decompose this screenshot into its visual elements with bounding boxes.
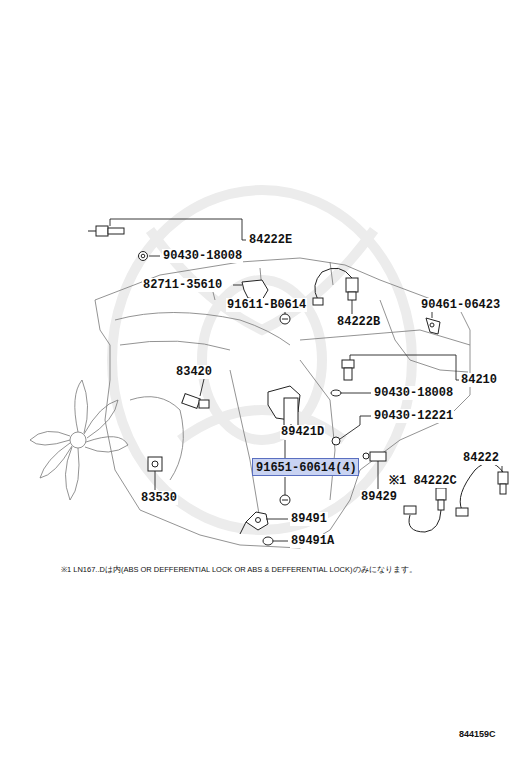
leader-lines (110, 219, 502, 541)
part-number: 91611-B0614 (226, 298, 307, 312)
part-number: 89429 (360, 490, 398, 504)
part-number: 89491A (290, 534, 335, 548)
part-number: ※1 84222C (388, 474, 458, 488)
engine-outline (95, 258, 470, 548)
part-number: 89421D (280, 425, 325, 439)
part-number: 90430-12221 (373, 409, 454, 423)
part-number: 90430-18008 (162, 249, 243, 263)
part-number: 84222E (248, 233, 293, 247)
part-number: 90461-06423 (420, 298, 501, 312)
part-number: 89491 (290, 512, 328, 526)
part-number: 91651-60614(4) (256, 461, 355, 475)
part-number: 90430-18008 (373, 386, 454, 400)
sensor-parts (88, 226, 508, 545)
cooling-fan (30, 380, 128, 500)
part-number: 84222 (462, 451, 500, 465)
footnote: ※1 LN167..Dは内(ABS OR DEFFERENTIAL LOCK O… (60, 565, 418, 575)
watermark (112, 190, 412, 530)
figure-code: 844159C (458, 729, 497, 740)
part-number: 84222B (336, 315, 381, 329)
part-number: 83420 (175, 365, 213, 379)
part-number: 83530 (140, 491, 178, 505)
part-number: 82711-35610 (142, 278, 223, 292)
part-number: 84210 (460, 373, 498, 387)
highlighted-part-number: 91651-60614(4) (252, 458, 359, 476)
